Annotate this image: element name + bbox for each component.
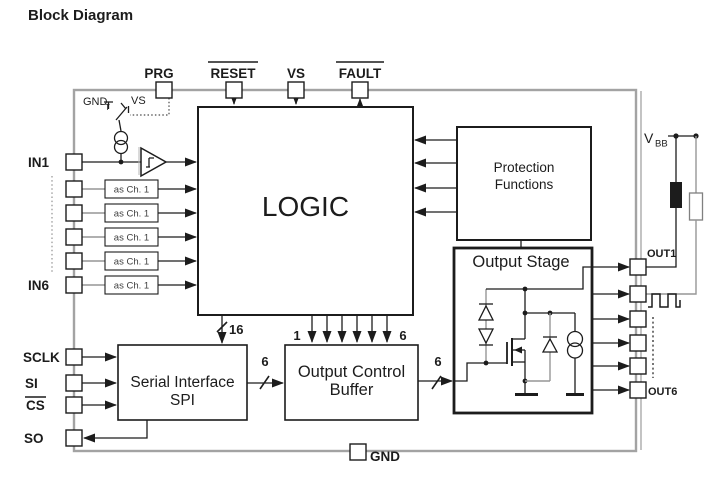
protection-functions-label-1: Protection (494, 160, 555, 175)
pwm-waveform-icon (648, 293, 681, 308)
clamp-diode-lower (477, 328, 495, 346)
drain-top-rail (486, 266, 592, 290)
input-current-source (113, 130, 129, 162)
label-sclk: SCLK (23, 350, 60, 365)
pin-out3 (629, 310, 647, 328)
pin-in2 (65, 180, 83, 198)
channel-block-label: as Ch. 1 (114, 281, 149, 292)
pin-out1 (629, 258, 647, 276)
label-prg: PRG (144, 66, 173, 81)
channel-block-label: as Ch. 1 (114, 209, 149, 220)
spi-label-2: SPI (170, 392, 195, 409)
figure-title: Block Diagram (28, 7, 133, 24)
sense-current-source (566, 313, 584, 396)
pin-reset (225, 81, 243, 99)
vbb-subscript: BB (655, 139, 668, 150)
switch-common-stem (118, 119, 122, 132)
channel-block-label: as Ch. 1 (114, 257, 149, 268)
label-in1: IN1 (28, 155, 50, 170)
bus-slash-16 (216, 321, 228, 333)
bus-slash-ocb-stage (431, 375, 442, 390)
label-fault: FAULT (339, 66, 382, 81)
channel-6: as Ch. 1 (82, 275, 197, 295)
pin-in1 (65, 153, 83, 171)
output-stage-circuit (454, 266, 592, 396)
switch-vs-label: VS (131, 95, 146, 107)
freewheel-diode (541, 336, 559, 353)
channel-block-label: as Ch. 1 (114, 185, 149, 196)
external-load-network (646, 133, 704, 308)
pin-out6 (629, 381, 647, 399)
pin-in5 (65, 252, 83, 270)
label-out1: OUT1 (647, 248, 676, 260)
so-arrow (83, 420, 148, 443)
spi-label-1: Serial Interface (130, 374, 234, 391)
output-stage-block (452, 246, 594, 415)
pin-prg (155, 81, 173, 99)
label-cs: CS (26, 398, 45, 413)
label-vbb: V BB (644, 130, 668, 150)
pin-out2 (629, 285, 647, 303)
switch-gnd-label: GND (83, 96, 108, 108)
pin-gnd (349, 443, 367, 461)
pin-out4 (629, 334, 647, 352)
resistor-symbol (688, 192, 704, 221)
channel-2: as Ch. 1 (82, 179, 197, 199)
output-stage-label: Output Stage (472, 253, 569, 271)
ocb-label-2: Buffer (330, 381, 374, 399)
bus-width-16: 16 (229, 322, 243, 337)
switch-lever (115, 106, 128, 121)
bus-width-spi-ocb: 6 (261, 354, 268, 369)
load-symbol (670, 182, 682, 208)
pin-cs (65, 396, 83, 414)
label-gnd: GND (370, 449, 400, 464)
pin-sclk (65, 348, 83, 366)
bus-width-ocb-stage: 6 (434, 354, 441, 369)
pin-out5 (629, 357, 647, 375)
clamp-diode-upper (477, 303, 495, 321)
switch-gnd-sub: T (105, 103, 110, 112)
logic-block-label: LOGIC (262, 191, 349, 222)
label-so: SO (24, 431, 44, 446)
ocb-label-1: Output Control (298, 363, 405, 381)
channel-block-label: as Ch. 1 (114, 233, 149, 244)
channel-last-label: 6 (399, 328, 406, 343)
protection-functions-label-2: Functions (495, 177, 554, 192)
pin-in3 (65, 204, 83, 222)
pin-in4 (65, 228, 83, 246)
pin-vs (287, 81, 305, 99)
schmitt-trigger (140, 146, 168, 178)
hysteresis-icon (146, 157, 154, 168)
load-to-out1-wire (646, 208, 677, 268)
pin-fault (351, 81, 369, 99)
protection-functions-block (456, 126, 592, 241)
label-reset: RESET (210, 66, 256, 81)
channel-5: as Ch. 1 (82, 251, 197, 271)
logic-block (197, 106, 414, 316)
gate-node-dot (483, 360, 489, 366)
label-si: SI (25, 376, 38, 391)
gnd-contact-icon (104, 101, 113, 109)
spi-block (117, 344, 248, 421)
pin-in6 (65, 276, 83, 294)
resistor-to-out2-wire (646, 220, 697, 295)
channel-4: as Ch. 1 (82, 227, 197, 247)
input-mode-switch (104, 101, 130, 132)
pin-so (65, 429, 83, 447)
channel-3: as Ch. 1 (82, 203, 197, 223)
mosfet-body-arrow (514, 346, 522, 354)
label-in6: IN6 (28, 278, 50, 293)
channel-first-label: 1 (293, 328, 300, 343)
output-control-buffer-block (284, 344, 419, 421)
label-vs: VS (287, 66, 305, 81)
switch-lever-contact (120, 102, 127, 110)
label-out6: OUT6 (648, 386, 677, 398)
bus-slash-spi-ocb (259, 375, 270, 390)
vbb-letter: V (644, 130, 654, 146)
pin-si (65, 374, 83, 392)
mosfet (506, 338, 526, 381)
